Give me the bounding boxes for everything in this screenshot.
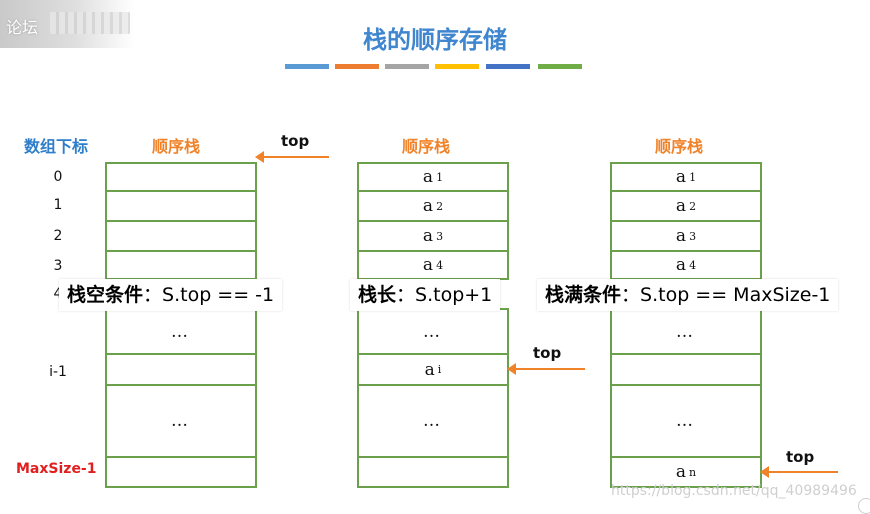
stack-3-top-label: top [786,448,815,466]
color-bar-2 [335,64,379,69]
stack-1-top-arrow [255,151,329,163]
stack-3-cell-6: … [610,384,762,458]
stack-1-cell-6: … [105,384,257,458]
stack-3-top-arrow [760,466,838,478]
color-bar-6 [538,64,582,69]
length-caption: 栈长：S.top+1 [350,279,501,311]
index-maxsize-1: MaxSize-1 [16,461,97,477]
index-1: 1 [53,197,63,213]
slide-title: 栈的顺序存储 [363,26,507,54]
full-condition-caption: 栈满条件：S.top == MaxSize-1 [537,279,839,311]
stack-1-cell-5 [105,353,257,386]
forum-logo-text: 论坛 [6,18,39,37]
stack-2-cell-7 [357,456,509,488]
index-i-1: i-1 [49,364,67,380]
csdn-watermark: https://blog.csdn.net/qq_40989496 [611,483,857,499]
empty-condition-caption: 栈空条件：S.top == -1 [59,279,283,311]
color-bar-4 [435,64,479,69]
stack-3-cell-4: … [610,308,762,355]
stack-2-top-label: top [533,344,562,362]
stack-1-cell-3 [105,250,257,280]
index-4: 4 [53,286,63,302]
color-bar-5 [486,64,530,69]
color-bar-1 [285,64,329,69]
stack-1-cell-7 [105,456,257,488]
stack-2-cell-4: … [357,308,509,355]
blurred-logo [50,12,130,34]
color-bar-3 [385,64,429,69]
stack-1-cell-1 [105,190,257,222]
stack-1-cell-0 [105,162,257,192]
stack-3-cell-5 [610,353,762,386]
stack-1-top-label: top [281,132,310,150]
index-3: 3 [53,258,63,274]
corner-banner: 论坛 [0,0,135,48]
index-0: 0 [53,169,63,185]
stack-3-title: 顺序栈 [655,137,704,156]
stack-1-cell-2 [105,220,257,252]
index-column-title: 数组下标 [24,137,89,156]
stack-2-cell-6: … [357,384,509,458]
stack-1-title: 顺序栈 [152,137,201,156]
stack-2-title: 顺序栈 [402,137,451,156]
stack-1-cell-4: … [105,308,257,355]
corner-circle-icon [858,498,870,514]
index-2: 2 [53,228,63,244]
stack-2-top-arrow [507,363,585,375]
